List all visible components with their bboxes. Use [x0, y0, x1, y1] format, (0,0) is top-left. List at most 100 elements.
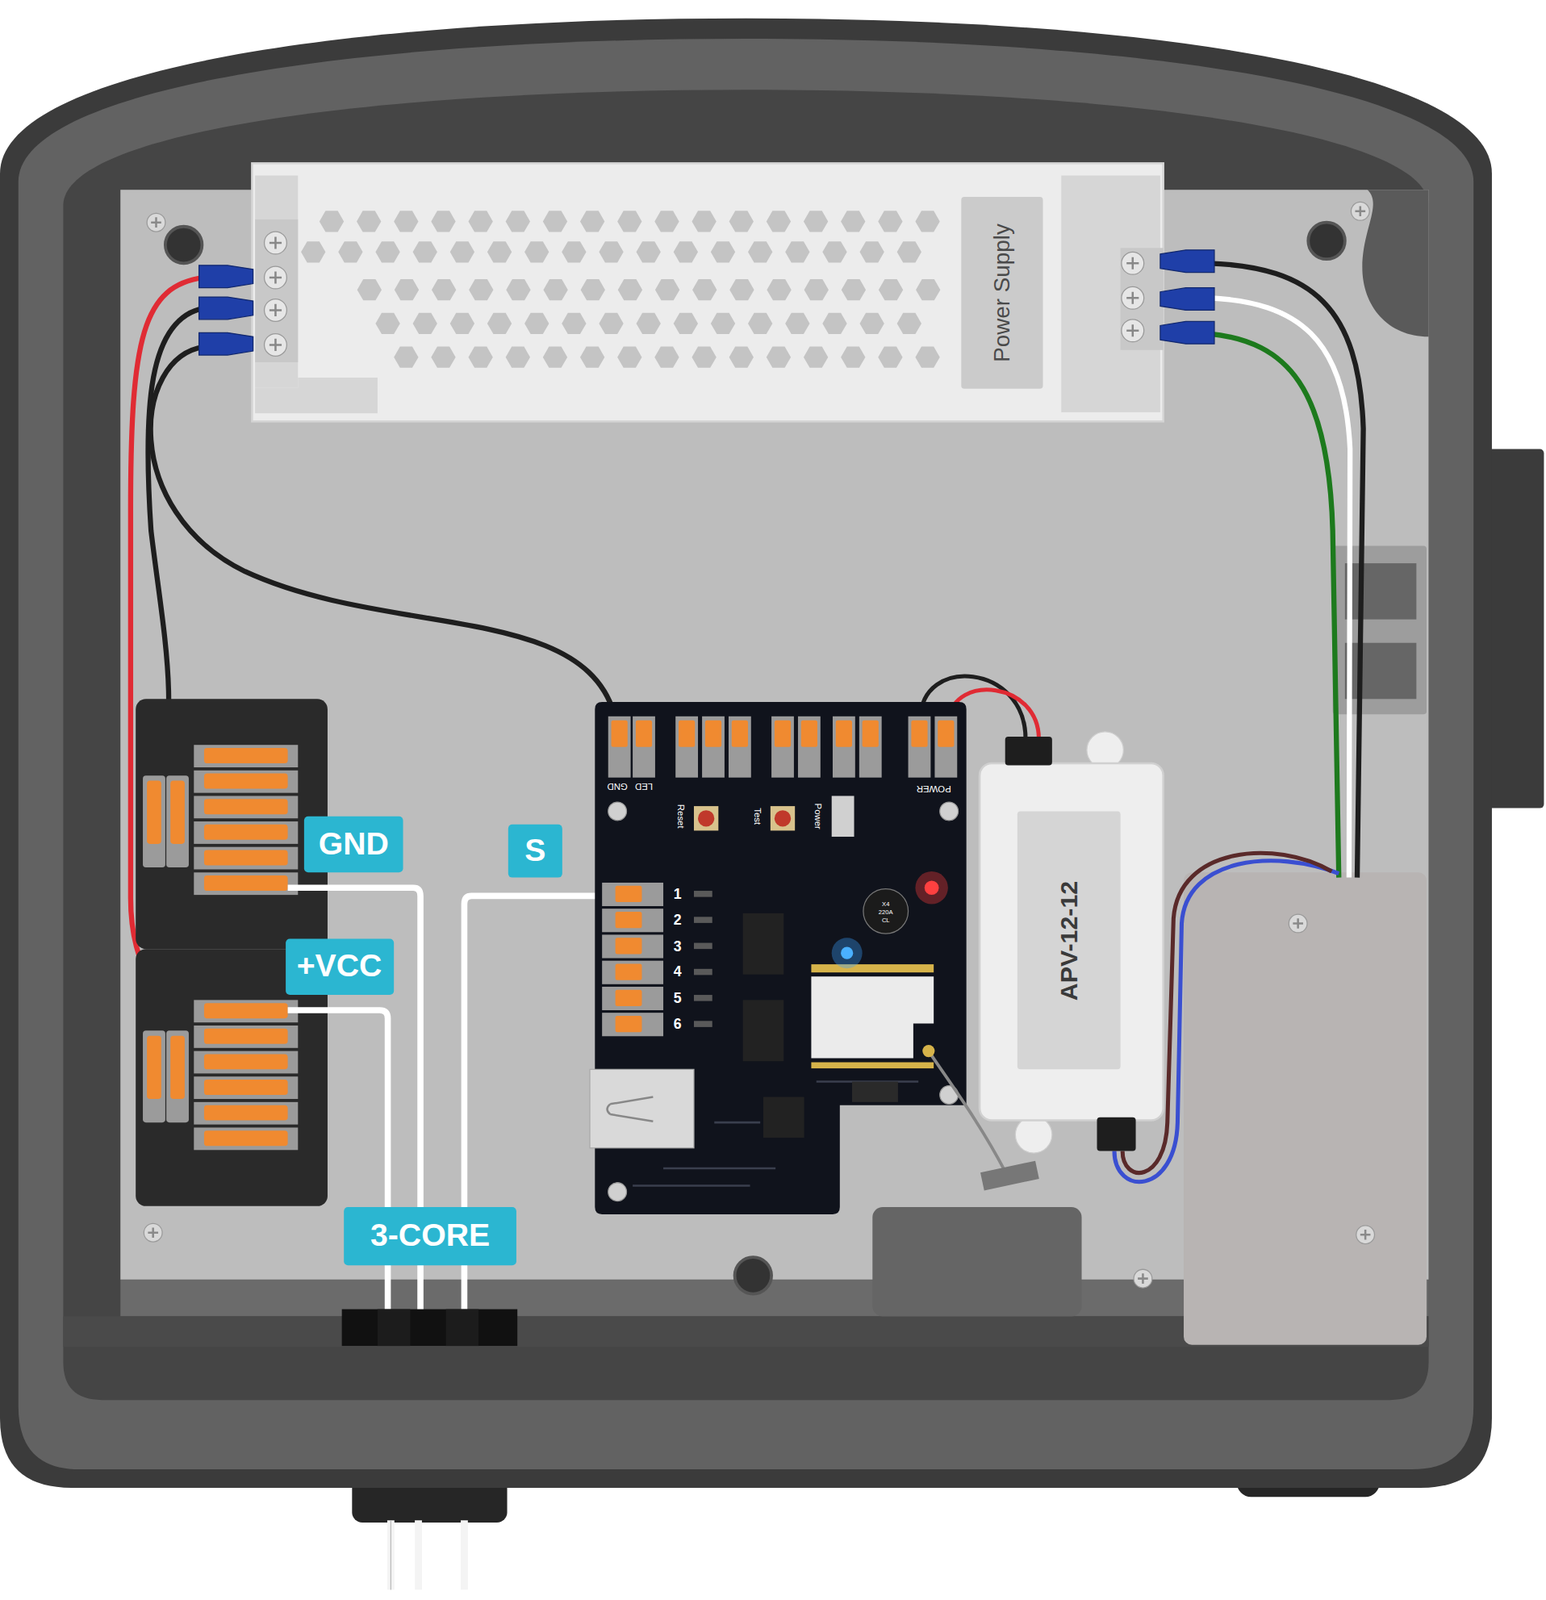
vent-hole	[636, 313, 661, 335]
psu-label: Power Supply	[961, 196, 1043, 389]
silkscreen-label: LED	[635, 781, 653, 790]
connector-lever	[204, 1028, 289, 1045]
vent-hole	[803, 210, 828, 232]
vent-hole	[413, 313, 438, 335]
psu-terminal-block	[1120, 247, 1164, 350]
vent-hole	[561, 313, 586, 335]
connector-body	[193, 1051, 298, 1074]
earth-wire	[1209, 334, 1340, 878]
vent-hole	[393, 210, 418, 232]
badge-text: S	[524, 833, 546, 869]
chip	[743, 913, 785, 975]
connector-lever	[204, 1105, 289, 1121]
terminal-cover	[1183, 872, 1427, 1346]
antenna	[980, 1161, 1040, 1191]
screw-head	[608, 1182, 627, 1202]
vent-hole	[375, 313, 400, 335]
vent-hole	[766, 279, 791, 301]
vent-hole	[543, 279, 568, 301]
vent-hole	[841, 279, 866, 301]
pcb-terminal	[701, 716, 725, 778]
cable-core	[414, 1520, 423, 1590]
connector-lever	[204, 747, 289, 764]
screw-slot	[1137, 1273, 1149, 1284]
vent-hole	[673, 313, 698, 335]
connector-lever	[204, 1130, 289, 1146]
vent-hole	[561, 241, 586, 263]
pcb-terminal-lever	[937, 720, 954, 748]
pcb-terminal-lever	[611, 720, 628, 748]
chip	[743, 999, 785, 1062]
connector-body	[193, 872, 298, 895]
screw-head	[146, 213, 166, 232]
spade-connector	[1160, 321, 1215, 344]
vent-hole	[710, 241, 736, 263]
vent-hole	[915, 346, 940, 368]
pcb-terminal	[771, 716, 794, 778]
spade-connectors	[199, 250, 1215, 356]
pcb-terminal	[601, 961, 664, 985]
badge-text: +VCC	[296, 949, 383, 985]
antenna-plug	[922, 1044, 935, 1058]
psu-foot	[254, 377, 378, 414]
screw-slot	[147, 1227, 159, 1238]
badge-text: GND	[318, 827, 389, 862]
pcb-terminal-lever	[705, 720, 722, 748]
pcb-terminal	[728, 716, 752, 778]
vent-hole	[803, 346, 828, 368]
terminal-screw	[264, 266, 288, 289]
usb-mark	[606, 1097, 653, 1122]
vent-hole	[580, 346, 605, 368]
cable-badge: 3-CORE	[343, 1207, 517, 1266]
wire-badge: S	[508, 824, 563, 878]
vent-hole	[487, 313, 512, 335]
terminal-screw	[264, 299, 288, 322]
screw-slot	[1360, 1229, 1371, 1241]
pcb-terminal	[908, 716, 932, 778]
vent-hole	[450, 313, 475, 335]
channel-number: 1	[673, 886, 682, 902]
connector-lever	[146, 780, 162, 844]
cable-boot	[1005, 736, 1053, 765]
vent-hole	[840, 346, 865, 368]
resistor	[693, 994, 713, 1002]
vent-hole	[430, 346, 456, 368]
vent-hole	[617, 210, 642, 232]
module-pads	[810, 1062, 934, 1070]
pcb-terminal	[934, 716, 957, 778]
vent-hole	[878, 279, 903, 301]
connector-body	[193, 795, 298, 819]
terminal-slot	[269, 304, 282, 317]
pcb-terminal	[675, 716, 698, 778]
vent-hole	[655, 279, 680, 301]
terminal-slot	[269, 338, 282, 351]
connector-panel	[135, 698, 328, 949]
vent-hole	[747, 313, 773, 335]
pcb-terminal-lever	[678, 720, 695, 748]
vent-hole	[524, 313, 549, 335]
vent-hole	[393, 346, 418, 368]
cable-entry	[446, 1309, 479, 1347]
connector-body	[193, 821, 298, 845]
pcb-terminal-lever	[615, 911, 643, 928]
screw	[146, 213, 166, 232]
spade-connector	[199, 296, 254, 320]
terminal-slot	[269, 236, 282, 249]
vent-hole	[487, 241, 512, 263]
vent-hole	[785, 313, 810, 335]
vent-hole	[859, 313, 884, 335]
mount-ear	[1015, 1116, 1053, 1154]
badge-text: 3-CORE	[370, 1219, 490, 1254]
pcb-terminal-lever	[615, 885, 643, 903]
psu-end	[254, 175, 298, 389]
vent-hole	[673, 241, 698, 263]
screw	[1356, 1225, 1375, 1245]
vent-hole	[691, 210, 716, 232]
pcb-terminal	[601, 908, 664, 932]
led-glow	[915, 871, 948, 904]
mount-hole	[1307, 222, 1346, 260]
vent-hole	[467, 210, 493, 232]
pcb-terminal	[601, 882, 664, 907]
connector-lever	[204, 1002, 289, 1019]
